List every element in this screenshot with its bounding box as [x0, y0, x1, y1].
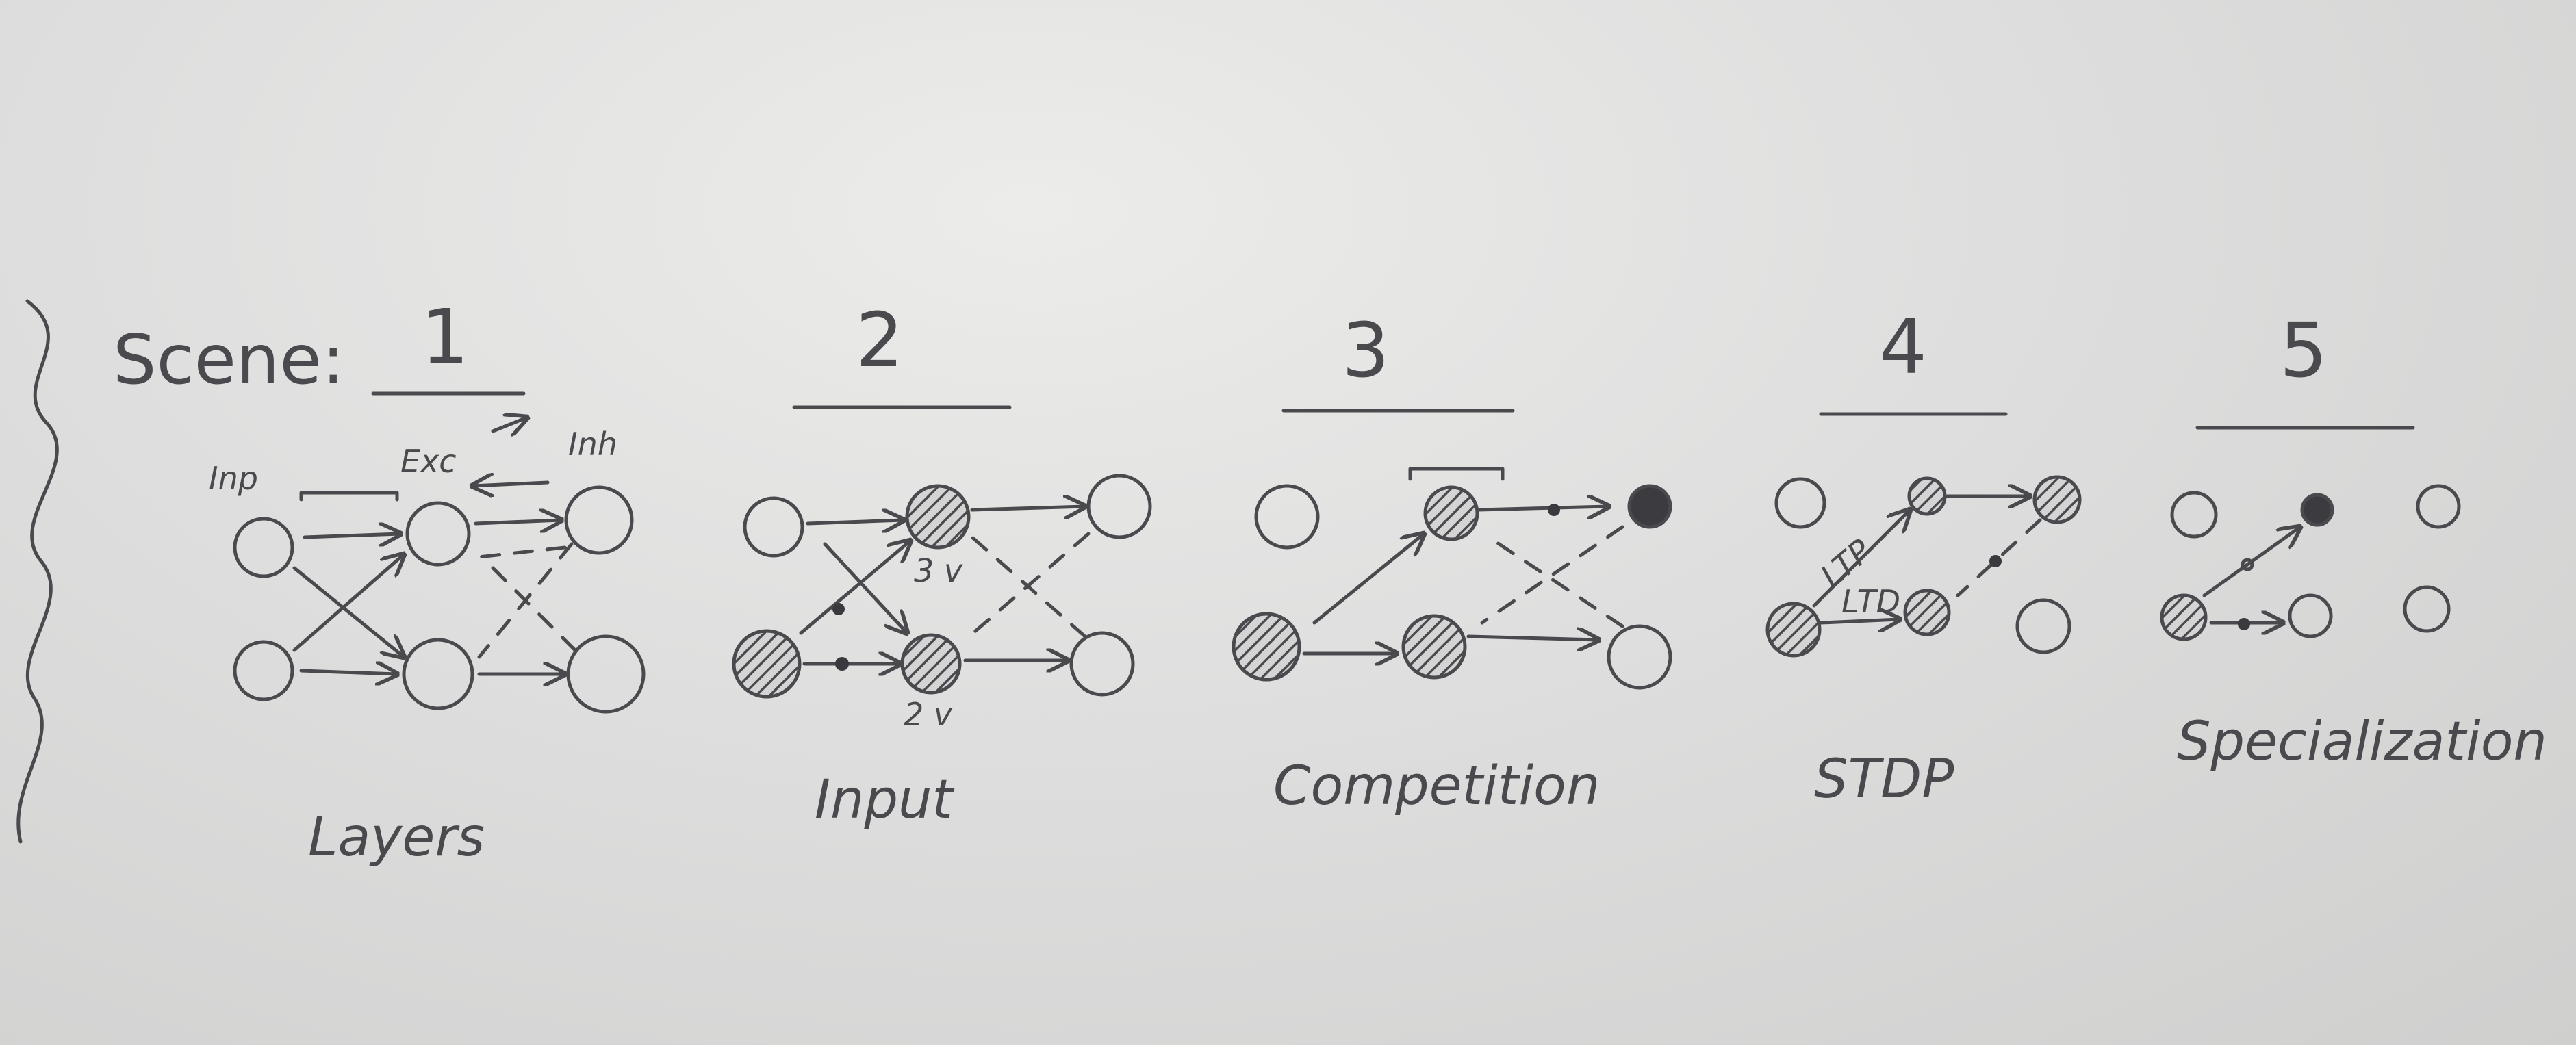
scene-1: 1 Inp Exc Inh Layers [209, 293, 646, 868]
neuron-4a [1774, 477, 1826, 529]
exc-arrow-mark [491, 417, 527, 431]
neuron-inh-bottom [566, 634, 646, 714]
neuron-4c [1907, 476, 1947, 516]
neuron-4d [1903, 589, 1951, 636]
neuron-3d [1401, 614, 1467, 680]
spike-dot-4 [1989, 555, 2002, 567]
scene-4-number: 4 [1879, 303, 1927, 391]
edge-3-3 [1477, 506, 1609, 510]
spike-dot-5b [2241, 558, 2254, 571]
neuron-2b [732, 629, 802, 699]
scene-3: 3 Competition [1232, 307, 1672, 817]
bracket-3 [1408, 467, 1505, 481]
dash-4-1 [1956, 518, 2042, 597]
neuron-4e [2032, 475, 2082, 524]
neuron-5b [2160, 593, 2208, 641]
neuron-2c [905, 484, 971, 550]
label-exc: Exc [400, 443, 457, 480]
neuron-2e [1086, 474, 1152, 539]
scene-1-caption: Layers [308, 807, 485, 868]
label-inp: Inp [209, 460, 258, 497]
spike-dot-2a [835, 657, 849, 671]
neuron-5e [2416, 484, 2461, 529]
edge-scribble [16, 299, 59, 844]
spike-dot-2b [832, 603, 845, 615]
neuron-5a [2170, 491, 2218, 539]
edge-2-3 [823, 542, 907, 633]
neuron-3a [1254, 484, 1320, 550]
scene-5-number: 5 [2280, 307, 2328, 394]
scene-1-number: 1 [421, 293, 469, 380]
spike-dot-3 [1548, 504, 1560, 516]
edge-3-4 [1466, 636, 1598, 640]
neuron-2f [1069, 631, 1135, 697]
edge-3 [292, 566, 404, 657]
edge-2-5 [970, 506, 1085, 510]
neuron-3e [1627, 484, 1672, 529]
edge-3-1 [1312, 534, 1424, 625]
scene-2-number: 2 [856, 296, 904, 384]
neuron-4b [1765, 602, 1822, 658]
neuron-inp-bottom [233, 640, 294, 701]
neuron-5d [2288, 593, 2333, 638]
scene-4-caption: STDP [1814, 749, 1954, 810]
label-3v: 3 v [914, 552, 963, 589]
inh-dash-3 [491, 566, 577, 652]
edge-2-4 [799, 541, 910, 635]
dash-3-2 [1487, 535, 1624, 628]
dash-3-1 [1480, 525, 1624, 625]
spike-dot-5a [2238, 618, 2250, 630]
scene-4: 4 LTP LTD STDP [1765, 303, 2082, 810]
edge-ltd [1819, 619, 1900, 623]
edge-ltp [1812, 510, 1910, 608]
scene-2: 2 3 v 2 v Input [732, 296, 1152, 831]
neuron-5f [2403, 585, 2451, 633]
inh-back-arrow [472, 482, 550, 486]
label-inh: Inh [568, 426, 617, 463]
neuron-exc-top [405, 501, 471, 567]
scene-3-number: 3 [1342, 307, 1390, 394]
neuron-4f [2015, 598, 2071, 654]
neuron-2a [743, 496, 804, 558]
edge-1 [303, 534, 400, 537]
dash-2-2 [970, 535, 1087, 638]
bracket [299, 491, 399, 502]
scene-heading: Scene: [113, 320, 345, 400]
scene-5: 5 Specialization [2160, 307, 2547, 773]
edge-2-1 [806, 520, 904, 524]
neuron-3f [1607, 624, 1672, 690]
scene-5-caption: Specialization [2177, 711, 2547, 773]
neuron-2d [900, 633, 962, 695]
neuron-5c [2300, 493, 2334, 527]
edge-5 [474, 520, 561, 524]
neuron-exc-bottom [402, 638, 474, 710]
neuron-inp-top [233, 517, 294, 578]
neuron-3c [1423, 485, 1479, 541]
edge-4 [292, 554, 404, 652]
neuron-inh-top [564, 485, 634, 555]
edge-2 [299, 671, 397, 674]
scene-2-caption: Input [815, 769, 954, 831]
neuron-3b [1232, 612, 1301, 682]
scene-3-caption: Competition [1273, 756, 1600, 817]
label-ltd: LTD [1841, 583, 1900, 620]
label-2v: 2 v [904, 696, 953, 733]
inh-dash-1 [470, 545, 567, 560]
